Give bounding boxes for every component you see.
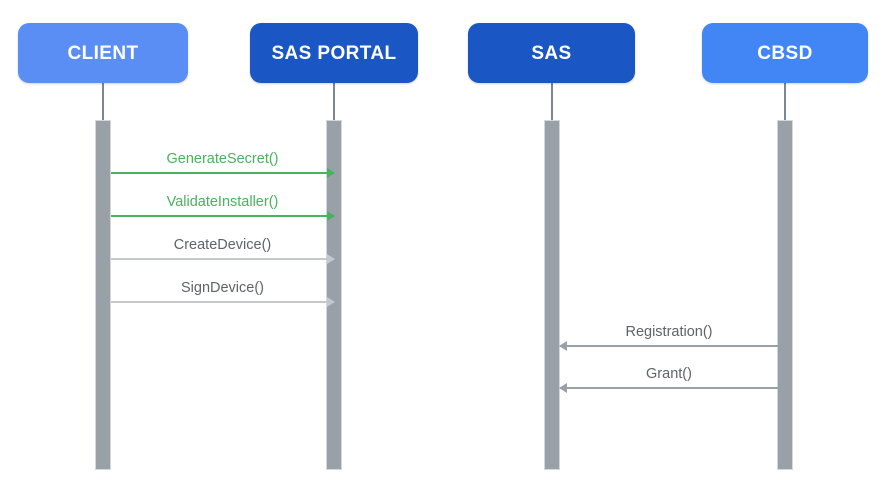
message-line-generate-secret — [111, 172, 334, 174]
message-label-validate-installer: ValidateInstaller() — [166, 194, 279, 210]
activation-bar-client — [95, 120, 111, 470]
message-label-registration: Registration() — [625, 324, 713, 340]
participant-label-sas: SAS — [531, 42, 572, 64]
activation-bar-sas-portal — [326, 120, 342, 470]
activation-bar-sas — [544, 120, 560, 470]
participant-label-sas-portal: SAS PORTAL — [271, 42, 397, 64]
arrowhead-right-icon — [327, 168, 335, 178]
lifeline-sas-portal — [333, 83, 335, 126]
lifeline-client — [102, 83, 104, 126]
activation-bar-cbsd — [777, 120, 793, 470]
participant-box-client[interactable]: CLIENT — [18, 23, 188, 83]
arrowhead-right-icon — [327, 211, 335, 221]
message-line-sign-device — [111, 301, 334, 303]
lifeline-sas — [551, 83, 553, 126]
message-label-sign-device: SignDevice() — [181, 280, 264, 296]
message-label-generate-secret: GenerateSecret() — [166, 151, 279, 167]
arrowhead-left-icon — [559, 383, 567, 393]
message-line-create-device — [111, 258, 334, 260]
participant-label-client: CLIENT — [67, 42, 139, 64]
lifeline-cbsd — [784, 83, 786, 126]
message-line-registration — [560, 345, 778, 347]
message-line-validate-installer — [111, 215, 334, 217]
message-label-grant: Grant() — [646, 366, 692, 382]
participant-box-sas[interactable]: SAS — [468, 23, 635, 83]
participant-box-cbsd[interactable]: CBSD — [702, 23, 868, 83]
participant-label-cbsd: CBSD — [757, 42, 813, 64]
arrowhead-left-icon — [559, 341, 567, 351]
message-label-create-device: CreateDevice() — [173, 237, 272, 253]
participant-box-sas-portal[interactable]: SAS PORTAL — [250, 23, 418, 83]
arrowhead-right-icon — [327, 297, 335, 307]
arrowhead-right-icon — [327, 254, 335, 264]
message-line-grant — [560, 387, 778, 389]
